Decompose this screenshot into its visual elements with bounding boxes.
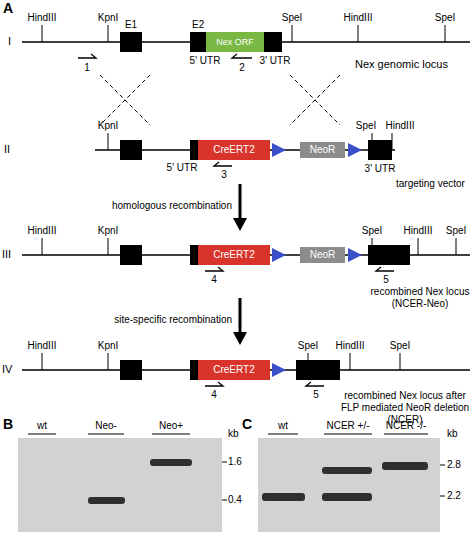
figure-label: NCER -/-	[386, 420, 427, 432]
figure-label: HindIII	[28, 12, 57, 24]
figure-label: 2	[239, 62, 245, 74]
figure-label: SpeI	[446, 225, 467, 237]
figure-label: wt	[278, 420, 288, 432]
figure-label: SpeI	[282, 12, 303, 24]
cre-box: CreERT2	[190, 360, 270, 380]
exon-box: E2Nex ORF	[190, 32, 282, 52]
exon-box: E1	[120, 32, 142, 52]
figure-label: HindIII	[344, 12, 373, 24]
figure-label: kb	[447, 428, 458, 440]
figure-label: B	[3, 416, 13, 432]
figure-label: SpeI	[298, 340, 319, 352]
orf-box: Nex ORF	[206, 32, 264, 52]
figure-label: HindIII	[336, 340, 365, 352]
locus-lines	[22, 42, 470, 370]
node-label: CreERT2	[198, 364, 270, 376]
primer-arrows	[78, 54, 394, 386]
figure-label: HindIII	[28, 340, 57, 352]
node-label: NeoR	[300, 249, 345, 261]
figure-label: kb	[228, 428, 239, 440]
figure-label: KpnI	[98, 225, 119, 237]
figure-label: homologous recombination	[112, 200, 232, 212]
figure-label: III	[2, 248, 11, 261]
node-label: CreERT2	[198, 144, 270, 156]
figure-label: 5' UTR	[167, 162, 198, 174]
figure-label: SpeI	[356, 120, 377, 132]
neo-box: NeoR	[300, 142, 345, 158]
exon-boxes	[120, 140, 410, 380]
figure-label: 0.4	[228, 494, 242, 506]
restriction-ticks	[42, 25, 456, 370]
figure-label: SpeI	[362, 225, 383, 237]
node-label: E1	[125, 19, 137, 31]
figure-label: 3' UTR	[365, 163, 396, 175]
figure-label: 5	[313, 389, 319, 401]
figure-label: SpeI	[390, 340, 411, 352]
crossover-lines	[100, 75, 340, 125]
figure-label: targeting vector	[396, 178, 465, 190]
figure-label: Neo-	[95, 420, 117, 432]
figure-label: HindIII	[28, 225, 57, 237]
figure-label: 3' UTR	[260, 55, 291, 67]
cre-box: CreERT2	[190, 140, 270, 160]
figure-label: 2.2	[447, 490, 461, 502]
figure-label: NCER +/-	[326, 420, 369, 432]
figure-label: IV	[2, 363, 12, 376]
figure-label: 4	[211, 274, 217, 286]
figure-label: KpnI	[98, 120, 119, 132]
node-label: E2	[192, 19, 204, 31]
cre-box: CreERT2	[190, 245, 270, 265]
neo-box: NeoR	[300, 247, 345, 263]
figure-label: 5	[383, 274, 389, 286]
figure-label: SpeI	[435, 12, 456, 24]
node-label: Nex ORF	[206, 36, 264, 48]
figure-label: A	[3, 0, 13, 16]
figure-label: 1.6	[228, 456, 242, 468]
node-label: CreERT2	[198, 249, 270, 261]
node-label: NeoR	[300, 144, 345, 156]
figure-label: II	[4, 143, 10, 156]
figure-label: C	[242, 416, 252, 432]
figure-label: HindIII	[386, 120, 415, 132]
figure-label: 4	[211, 389, 217, 401]
figure-label: Nex genomic locus	[355, 58, 448, 71]
figure-label: wt	[37, 420, 47, 432]
figure-label: 5' UTR	[190, 55, 221, 67]
figure-label: 1	[84, 62, 90, 74]
figure-label: site-specific recombination	[114, 314, 232, 326]
figure-label: Neo+	[159, 420, 183, 432]
figure-label: KpnI	[98, 340, 119, 352]
figure-label: KpnI	[98, 12, 119, 24]
figure-label: recombined Nex locus (NCER-Neo)	[368, 286, 472, 310]
figure-label: 2.8	[447, 459, 461, 471]
figure-label: HindIII	[404, 225, 433, 237]
gel-b	[18, 434, 227, 532]
figure-label: 3	[221, 169, 227, 181]
gel-c	[258, 434, 445, 532]
figure-label: I	[8, 35, 11, 48]
